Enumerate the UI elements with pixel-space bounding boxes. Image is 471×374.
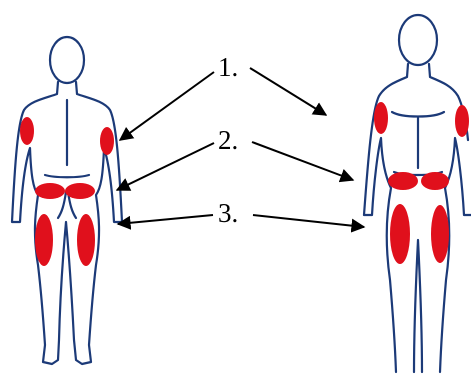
front-site-left-arm (374, 102, 388, 134)
arrow-3-right (253, 215, 364, 227)
front-head (399, 15, 437, 65)
back-view-figure (12, 37, 122, 364)
arrow-2-right (252, 142, 353, 180)
back-site-left-thigh (35, 214, 53, 266)
arrow-1-right (250, 68, 326, 115)
back-site-right-arm (100, 127, 114, 155)
front-site-left-thigh (390, 204, 410, 264)
arrow-2-left (117, 143, 214, 190)
back-site-left-arm (20, 117, 34, 145)
label-3: 3. (218, 198, 238, 228)
front-site-right-thigh (431, 205, 449, 263)
front-view-figure (364, 15, 471, 372)
label-2: 2. (218, 125, 238, 155)
front-chest-line (392, 112, 444, 117)
front-inner-legs (414, 240, 422, 372)
arrow-1-left (120, 72, 214, 140)
arrow-3-left (118, 215, 213, 224)
back-site-left-buttock (35, 183, 65, 199)
arrows (117, 68, 364, 227)
back-site-right-buttock (65, 183, 95, 199)
back-waist (45, 175, 89, 177)
front-site-left-abdomen (388, 172, 418, 190)
label-1: 1. (218, 52, 238, 82)
back-site-right-thigh (77, 214, 95, 266)
back-head (50, 37, 84, 83)
front-site-right-arm (455, 105, 469, 137)
front-site-right-abdomen (421, 172, 449, 190)
